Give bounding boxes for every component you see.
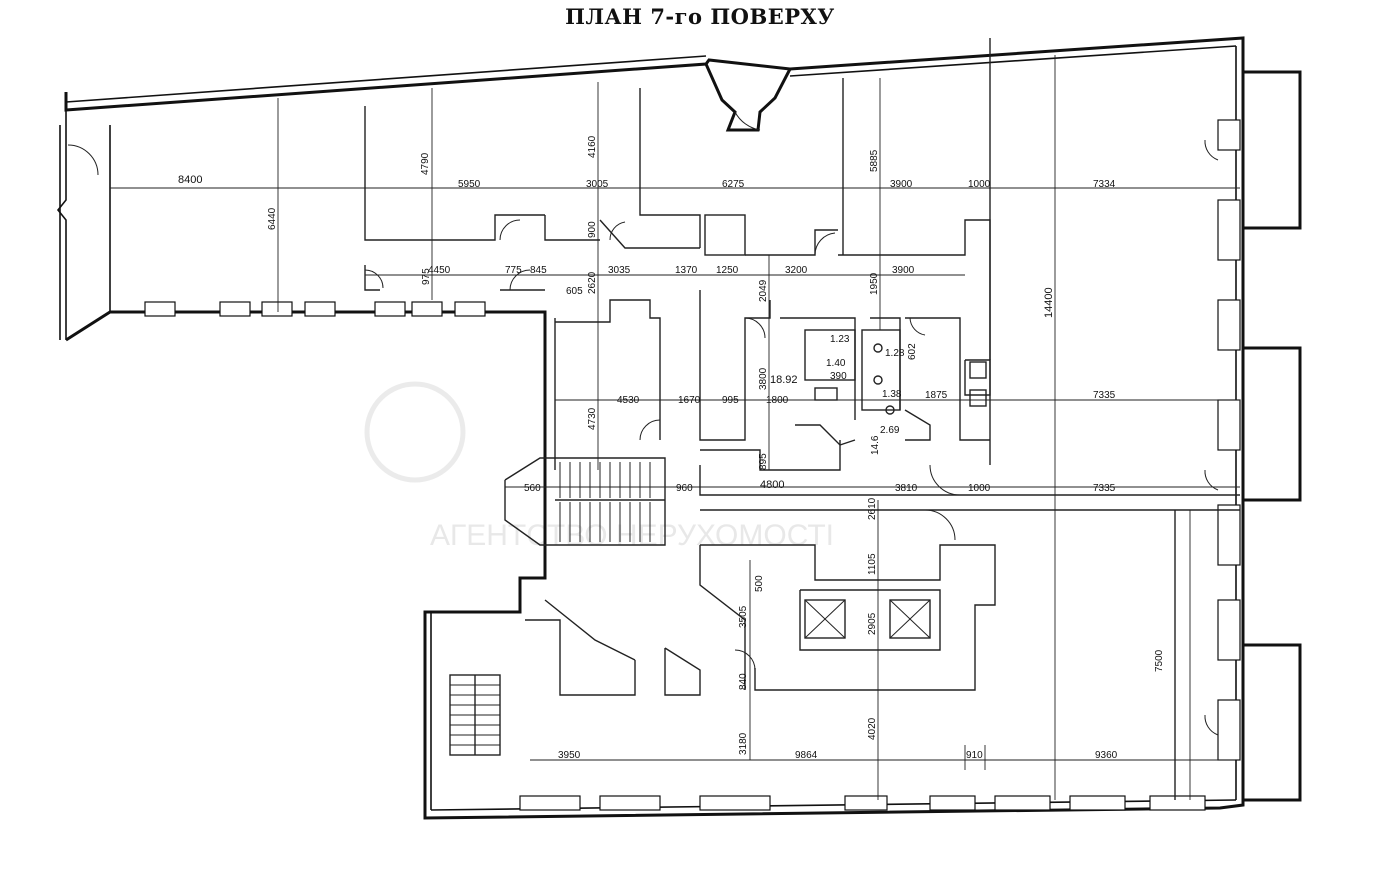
dimension-lines <box>110 55 1240 800</box>
plan-title: ПЛАН 7-го ПОВЕРХУ <box>565 4 835 29</box>
dim-label: 3800 <box>758 367 769 390</box>
dim-label: 7335 <box>1093 390 1116 401</box>
dim-label: 1105 <box>867 553 878 575</box>
doors <box>67 139 1219 736</box>
dim-label: 5950 <box>458 179 481 190</box>
area-label: 14.6 <box>870 435 881 455</box>
dim-label: 4530 <box>617 395 640 406</box>
area-label: 18.92 <box>770 374 798 386</box>
dim-label: 9360 <box>1095 750 1118 761</box>
dim-label: 775 <box>505 265 522 276</box>
dim-label: 4730 <box>587 407 598 430</box>
dimension-labels: 8400 5950 3005 6275 3900 1000 7334 4450 … <box>178 135 1165 761</box>
dim-label: 4800 <box>760 479 784 491</box>
dim-label: 7335 <box>1093 483 1116 494</box>
windows-right <box>1217 119 1241 761</box>
corner-entry <box>704 63 792 132</box>
wc-block <box>795 329 987 446</box>
dim-label: 840 <box>738 673 749 690</box>
dim-label: 845 <box>530 265 547 276</box>
windows-bottom-left <box>144 301 1206 811</box>
watermark: АГЕНТСТВО НЕРУХОМОСТІ <box>364 381 834 552</box>
dim-label: 560 <box>524 483 541 494</box>
area-label: 1.28 <box>885 348 905 359</box>
area-label: 390 <box>830 371 847 382</box>
dim-label: 1000 <box>968 483 991 494</box>
elevators <box>804 599 931 639</box>
dim-label: 910 <box>966 750 983 761</box>
dim-label: 1000 <box>968 179 991 190</box>
dim-label: 3810 <box>895 483 918 494</box>
dim-label: 960 <box>676 483 693 494</box>
dim-label: 605 <box>566 286 583 297</box>
area-label: 2.69 <box>880 425 900 436</box>
interior-partitions <box>364 38 1240 800</box>
dim-label: 3505 <box>738 605 749 628</box>
dim-label: 900 <box>587 221 598 238</box>
dim-label: 1370 <box>675 265 698 276</box>
dim-label: 9864 <box>795 750 818 761</box>
area-label: 1.38 <box>882 389 902 400</box>
exterior-walls <box>56 36 1245 820</box>
dim-label: 7500 <box>1154 649 1165 672</box>
area-label: 602 <box>907 343 918 360</box>
dim-label: 4450 <box>428 265 451 276</box>
area-label: 1.40 <box>826 358 846 369</box>
dim-label: 14400 <box>1043 287 1055 318</box>
dim-label: 2905 <box>867 612 878 635</box>
dim-label: 1250 <box>716 265 739 276</box>
dim-label: 3900 <box>890 179 913 190</box>
dim-label: 895 <box>758 453 769 470</box>
dim-label: 3035 <box>608 265 631 276</box>
dim-label: 975 <box>421 268 432 285</box>
dim-label: 6275 <box>722 179 745 190</box>
dim-label: 2610 <box>867 497 878 520</box>
dim-label: 8400 <box>178 174 202 186</box>
dim-label: 7334 <box>1093 179 1116 190</box>
dim-label: 3180 <box>738 732 749 755</box>
stairs <box>449 457 666 756</box>
dim-label: 4160 <box>587 135 598 158</box>
dim-label: 6440 <box>267 207 278 230</box>
dim-label: 4020 <box>867 717 878 740</box>
dim-label: 500 <box>754 575 765 592</box>
dim-label: 1875 <box>925 390 948 401</box>
dim-label: 1800 <box>766 395 789 406</box>
bay-windows <box>1243 70 1302 802</box>
dim-label: 5885 <box>869 149 880 172</box>
watermark-text: АГЕНТСТВО НЕРУХОМОСТІ <box>430 519 834 552</box>
dim-label: 995 <box>722 395 739 406</box>
dim-label: 1670 <box>678 395 701 406</box>
dim-label: 4790 <box>420 152 431 175</box>
dim-label: 1950 <box>869 272 880 295</box>
area-label: 1.23 <box>830 334 850 345</box>
dim-label: 2049 <box>758 279 769 302</box>
dim-label: 3005 <box>586 179 609 190</box>
dim-label: 3200 <box>785 265 808 276</box>
dim-label: 3950 <box>558 750 581 761</box>
dim-label: 3900 <box>892 265 915 276</box>
dim-label: 2620 <box>587 271 598 294</box>
